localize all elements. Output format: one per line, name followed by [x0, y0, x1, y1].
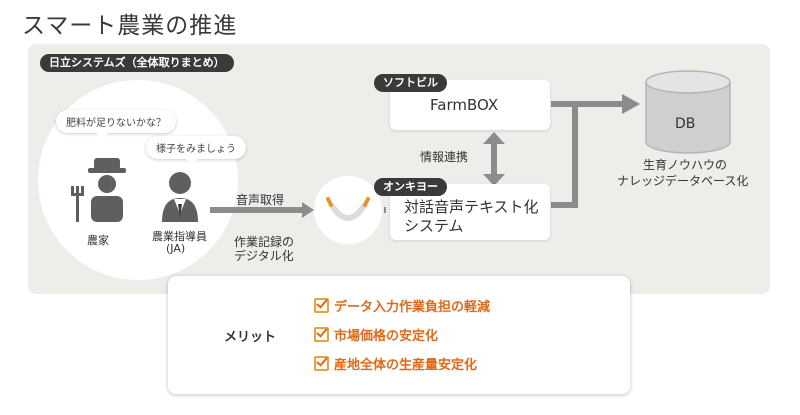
farmer-speech-bubble: 肥料が足りないかな？ — [56, 110, 176, 139]
softbill-tag: ソフトビル — [374, 74, 447, 92]
farmer-label: 農家 — [87, 234, 109, 247]
info-link-arrow — [483, 132, 505, 186]
farmbox-label: FarmBOX — [430, 96, 499, 114]
checkbox-icon — [314, 298, 329, 313]
digitization-label-line1: 作業記録の — [234, 235, 295, 249]
checkbox-icon — [314, 327, 329, 342]
page-title: スマート農業の推進 — [22, 13, 238, 39]
farmer-icon — [71, 158, 126, 222]
advisor-speech-bubble: 様子をみましょう — [146, 136, 246, 165]
database-icon — [645, 70, 731, 154]
merit-item: 市場価格の安定化 — [314, 325, 438, 344]
advisor-sublabel: (JA) — [166, 242, 186, 255]
db-connector-arrow — [551, 101, 626, 208]
checkbox-icon — [314, 356, 329, 371]
onkyo-tag: オンキヨー — [374, 178, 447, 196]
db-arrow-head — [622, 94, 640, 114]
merit-label: メリット — [224, 330, 277, 345]
merit-item: 産地全体の生産量安定化 — [314, 354, 477, 373]
neckband-device — [314, 176, 382, 244]
merit-item: データ入力作業負担の軽減 — [314, 296, 490, 315]
advisor-icon — [162, 172, 198, 222]
merit-card: メリット データ入力作業負担の軽減 市場価格の安定化 産地全体の生産量安定化 — [168, 276, 630, 394]
db-label: DB — [675, 116, 696, 132]
advisor-label: 農業指導員 — [152, 230, 207, 243]
voice-capture-arrow — [210, 202, 314, 218]
onkyo-product-line2: システム — [404, 217, 464, 235]
info-link-label: 情報連携 — [420, 150, 469, 164]
voice-capture-label: 音声取得 — [236, 193, 285, 207]
db-caption-line2: ナレッジデータベース化 — [617, 174, 749, 188]
onkyo-product-line1: 対話音声テキスト化 — [404, 198, 539, 216]
db-caption-line1: 生育ノウハウの — [643, 158, 728, 172]
digitization-label-line2: デジタル化 — [234, 249, 294, 263]
panel-label: 日立システムズ（全体取りまとめ） — [40, 54, 234, 72]
